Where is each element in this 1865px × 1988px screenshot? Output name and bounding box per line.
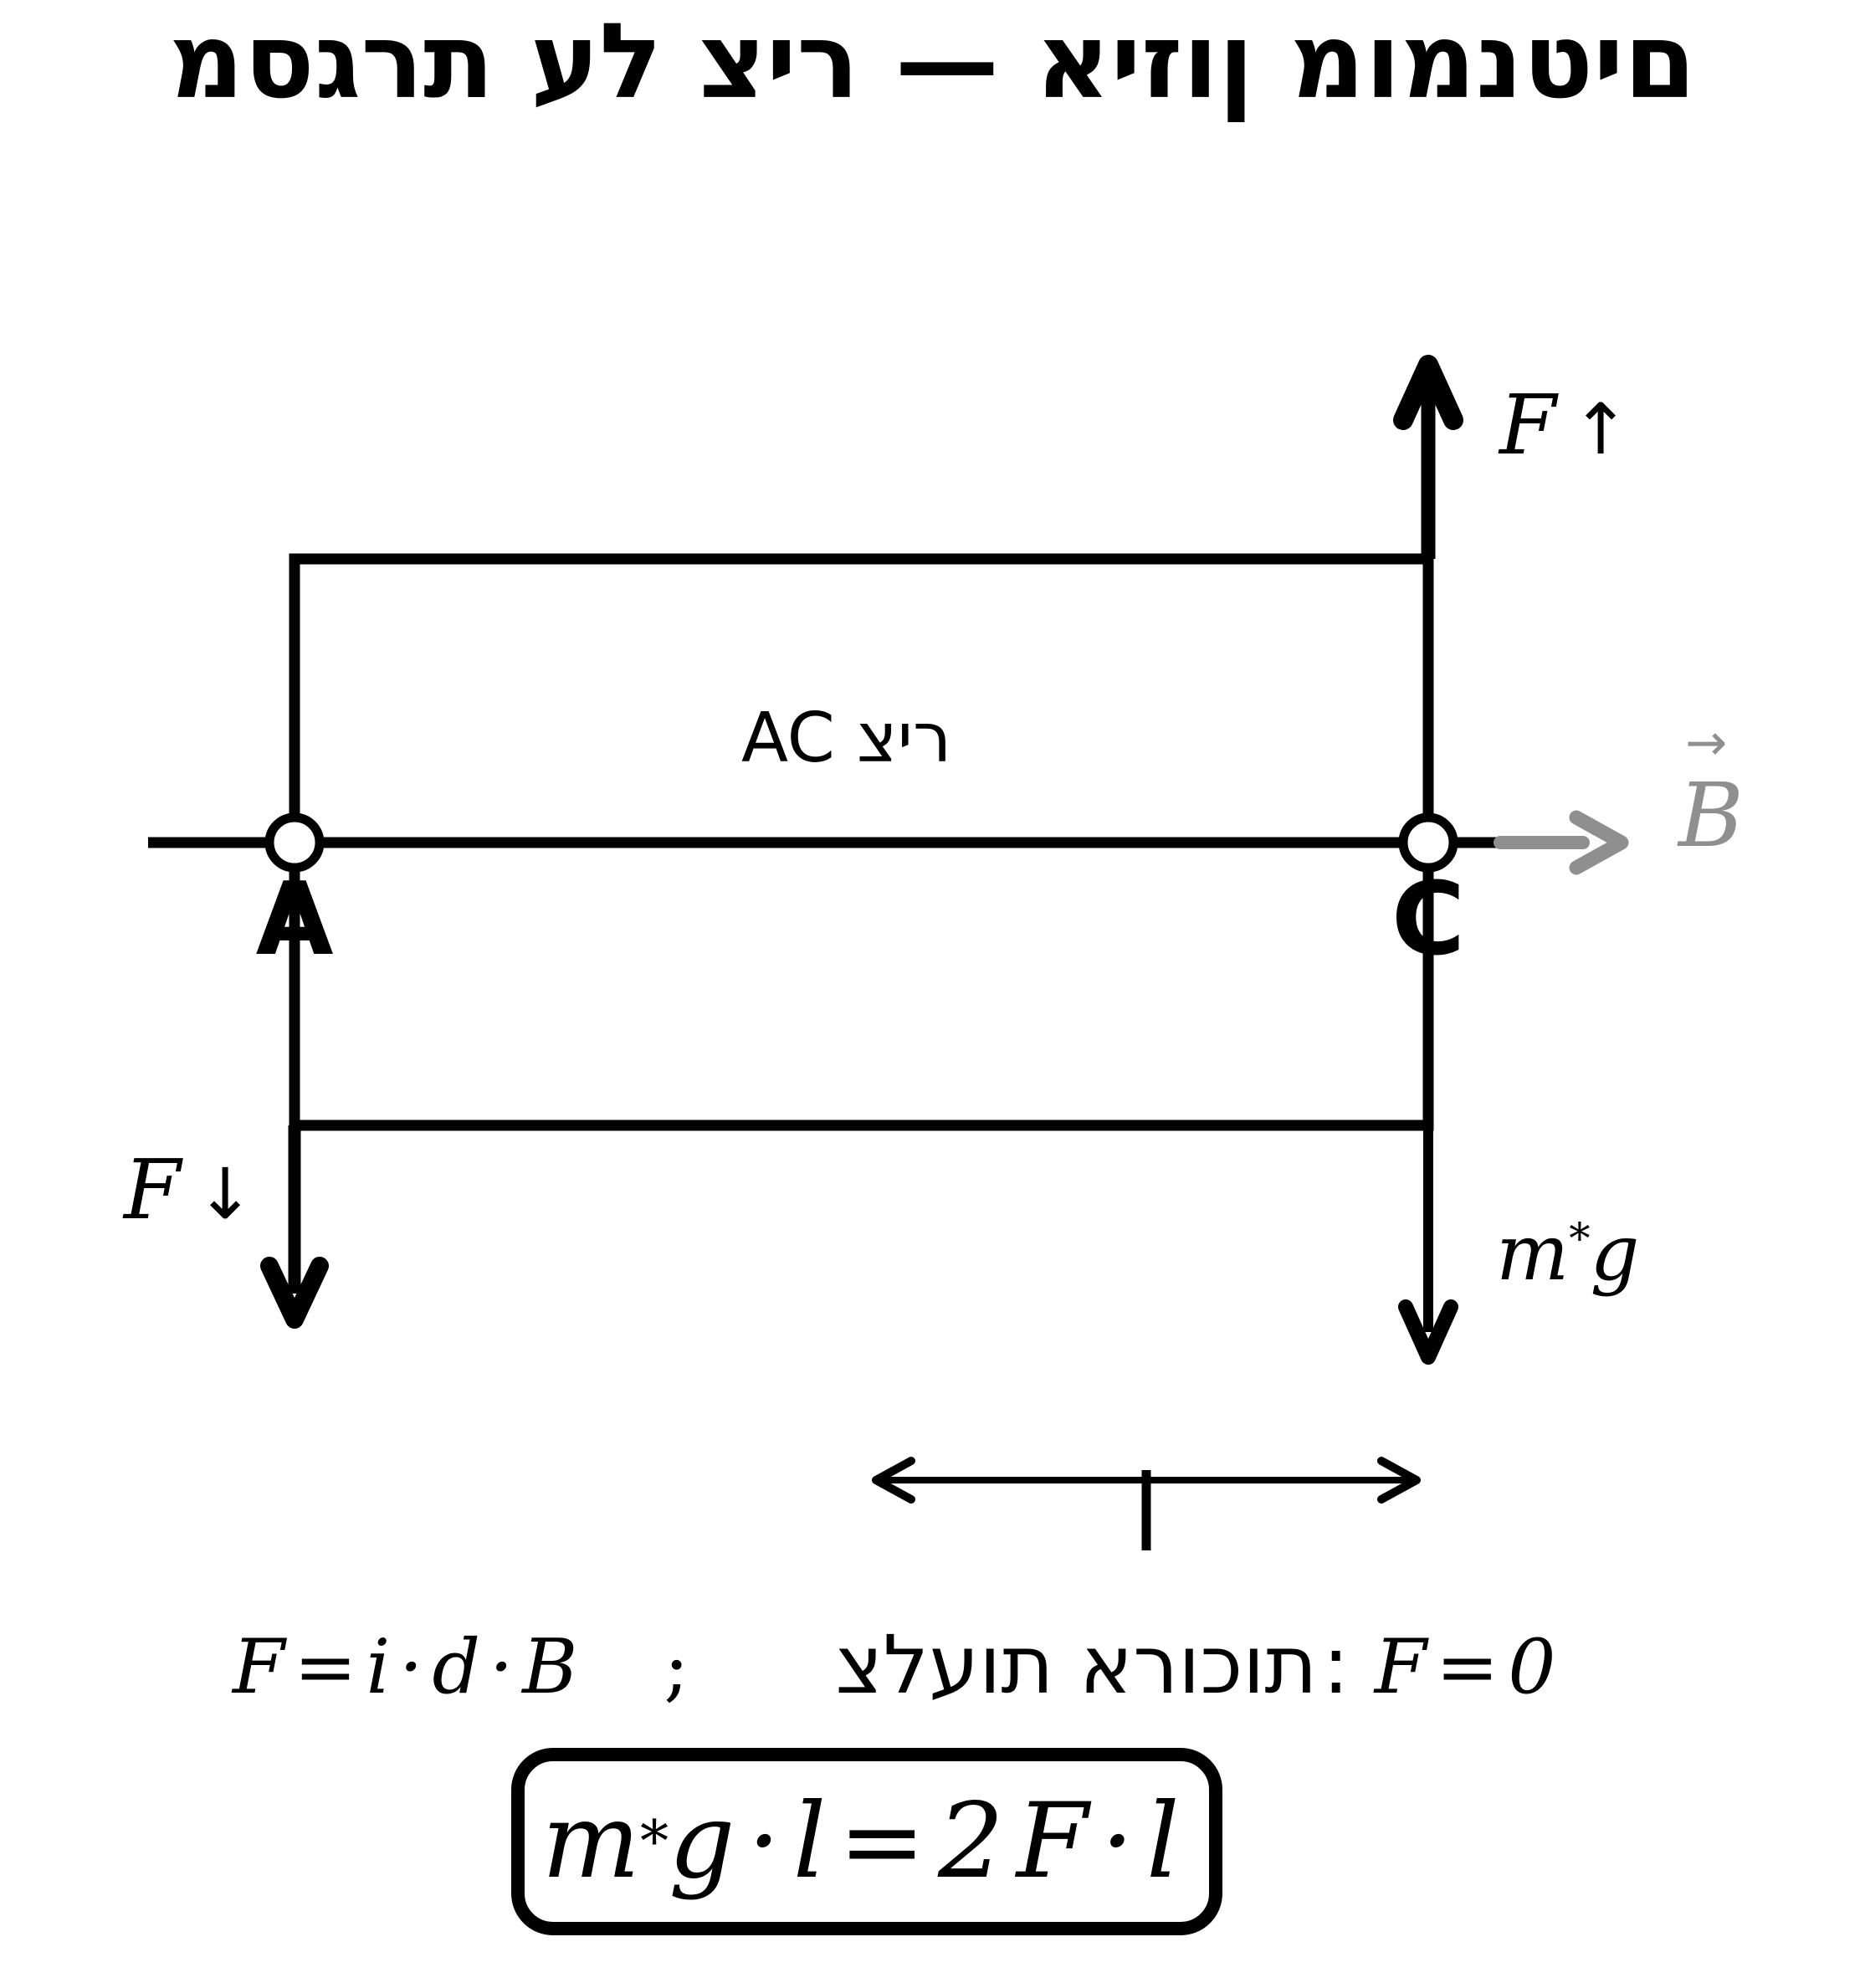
boxed-equation: m*g·l=2F·l — [511, 1748, 1222, 1935]
down-arrow-icon: ↓ — [196, 1153, 255, 1235]
weight-g-symbol: g — [1590, 1208, 1640, 1298]
field-label: B — [1678, 764, 1744, 867]
axis-label: AC ציר — [741, 699, 952, 778]
weight-asterisk: * — [1569, 1213, 1591, 1263]
long-sides-value: F=0 — [1374, 1623, 1565, 1711]
force-up-label: F↑ — [1499, 385, 1630, 467]
force-up-arrow — [1393, 355, 1463, 559]
field-arrow — [1494, 810, 1629, 875]
force-down-label: F↓ — [124, 1150, 254, 1232]
boxed-mass-symbol: m — [541, 1781, 641, 1902]
equation-line: F=i·d·B ; צלעות ארוכות : F=0 — [233, 1625, 1565, 1705]
boxed-asterisk: * — [640, 1808, 669, 1875]
force-equation: F=i·d·B — [233, 1623, 587, 1711]
pivot-c-label: C — [1391, 862, 1466, 978]
weight-arrow — [1398, 1125, 1458, 1365]
force-down-symbol: F — [124, 1143, 181, 1238]
force-down-arrow — [260, 1125, 329, 1329]
long-sides-colon: : — [1322, 1618, 1350, 1712]
force-up-symbol: F — [1499, 378, 1556, 474]
pivot-a-label: A — [255, 862, 334, 978]
length-arrow — [872, 1457, 1421, 1550]
equation-separator: ; — [664, 1623, 689, 1711]
long-sides-label: צלעות ארוכות — [835, 1618, 1318, 1712]
boxed-equation-body: g·l=2F·l — [669, 1781, 1192, 1902]
weight-label: m*g — [1496, 1215, 1639, 1292]
vector-arrow-icon: → — [1685, 714, 1728, 772]
pivot-circle-c — [1398, 812, 1458, 873]
pivot-circle-a — [264, 812, 325, 873]
up-arrow-icon: ↑ — [1571, 388, 1631, 470]
weight-mass-symbol: m — [1496, 1208, 1570, 1298]
page-title: מסגרת על ציר — איזון מומנטים — [168, 2, 1697, 122]
